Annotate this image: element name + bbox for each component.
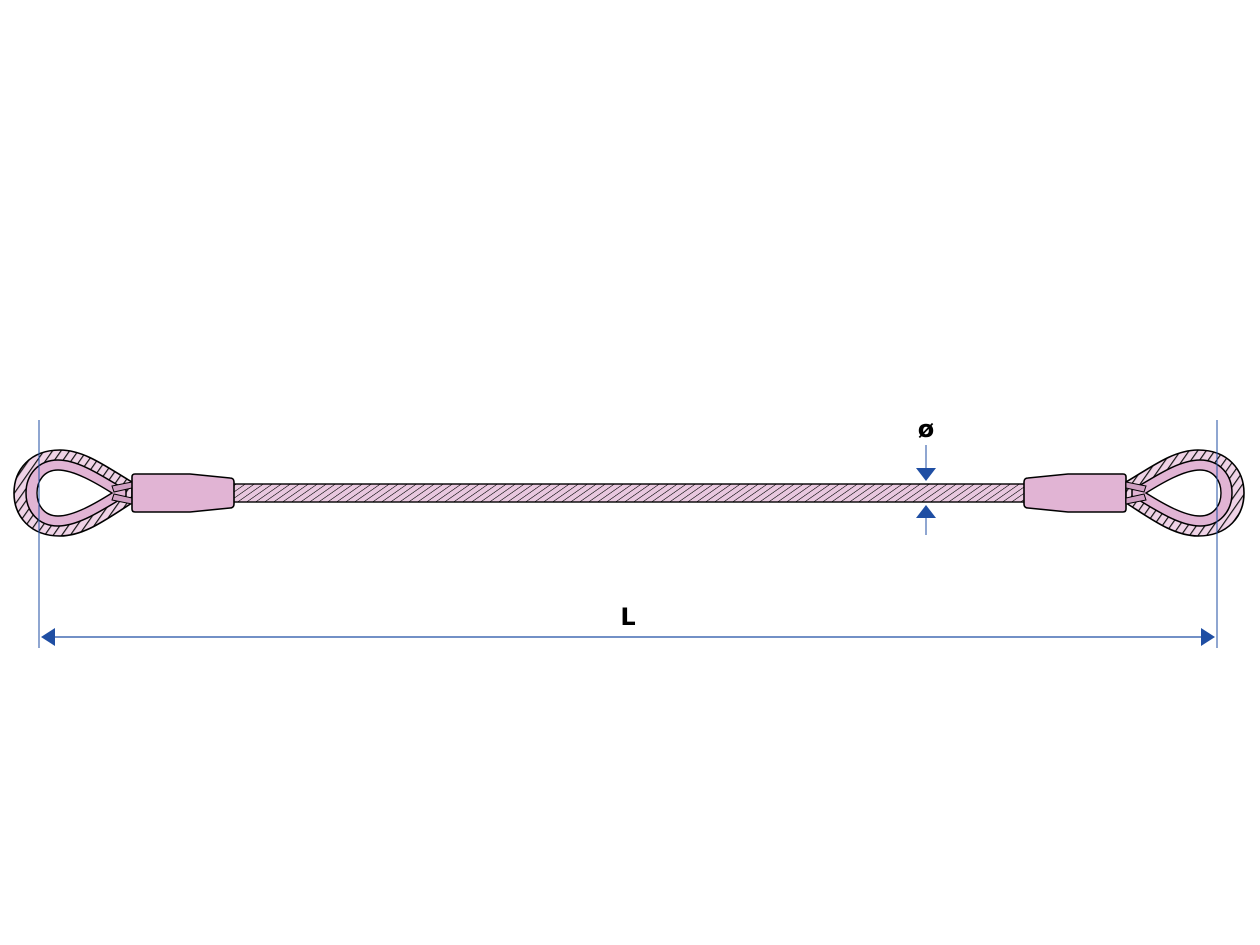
diameter-arrow-up-icon <box>916 505 936 518</box>
left-thimble-eye <box>13 449 133 537</box>
right-thimble-eye <box>1125 449 1245 537</box>
wire-rope <box>229 483 1027 503</box>
length-arrow-right-icon <box>1201 628 1215 646</box>
length-dimension: L <box>38 420 1218 648</box>
length-arrow-left-icon <box>41 628 55 646</box>
left-ferrule <box>131 473 235 513</box>
diameter-label: ø <box>918 415 935 443</box>
length-label: L <box>620 603 635 631</box>
diameter-arrow-down-icon <box>916 468 936 481</box>
right-ferrule <box>1023 473 1127 513</box>
diameter-dimension: ø <box>916 415 936 535</box>
